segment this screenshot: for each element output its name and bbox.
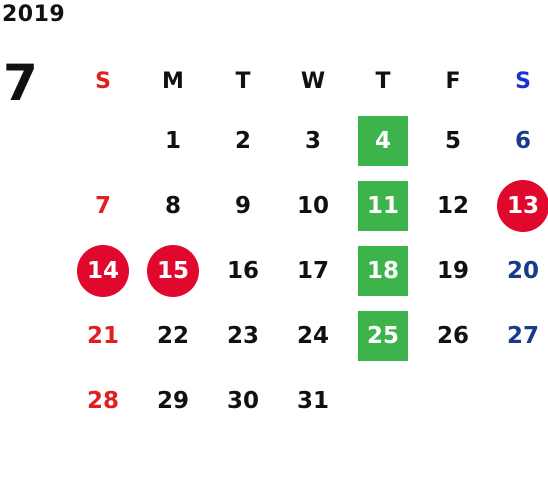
day-number: 5 — [444, 127, 461, 154]
day-cell[interactable]: 10 — [278, 173, 348, 238]
day-number: 18 — [366, 257, 399, 284]
day-cell-green-marked[interactable]: 4 — [348, 108, 418, 173]
day-cell[interactable]: 30 — [208, 368, 278, 433]
day-cell-red-marked[interactable]: 13 — [488, 173, 548, 238]
day-cell-green-marked[interactable]: 18 — [348, 238, 418, 303]
day-cell[interactable]: 9 — [208, 173, 278, 238]
day-cell[interactable]: 28 — [68, 368, 138, 433]
day-cell-red-marked[interactable]: 14 — [68, 238, 138, 303]
day-cell[interactable]: 12 — [418, 173, 488, 238]
day-cell[interactable]: 20 — [488, 238, 548, 303]
day-cell[interactable]: 5 — [418, 108, 488, 173]
day-number: 7 — [94, 192, 111, 219]
weekday-header-sat: S — [515, 68, 531, 94]
day-number: 6 — [514, 127, 531, 154]
day-number: 19 — [436, 257, 469, 284]
weekday-header-tue: T — [235, 68, 251, 94]
weekday-header-wed: W — [300, 68, 326, 94]
day-number: 26 — [436, 322, 469, 349]
day-cell[interactable]: 24 — [278, 303, 348, 368]
day-cell[interactable]: 16 — [208, 238, 278, 303]
day-number: 30 — [226, 387, 259, 414]
day-cell-empty — [348, 368, 418, 433]
day-cell[interactable]: 21 — [68, 303, 138, 368]
day-number: 10 — [296, 192, 329, 219]
day-number: 22 — [156, 322, 189, 349]
day-number: 31 — [296, 387, 329, 414]
day-number: 28 — [86, 387, 119, 414]
day-number: 20 — [506, 257, 539, 284]
day-cell[interactable]: 26 — [418, 303, 488, 368]
day-number: 4 — [374, 127, 391, 154]
weekday-header-mon: M — [162, 68, 184, 94]
day-cell[interactable]: 29 — [138, 368, 208, 433]
day-cell[interactable]: 17 — [278, 238, 348, 303]
weekday-header-fri: F — [445, 68, 461, 94]
day-number: 3 — [304, 127, 321, 154]
day-number: 21 — [86, 322, 119, 349]
day-number: 1 — [164, 127, 181, 154]
day-cell[interactable]: 6 — [488, 108, 548, 173]
day-cell[interactable]: 1 — [138, 108, 208, 173]
month-number: 7 — [3, 54, 38, 112]
day-number: 2 — [234, 127, 251, 154]
calendar-grid: S M T W T F S 1 2 3 4 5 6 7 8 9 10 11 12… — [68, 54, 548, 498]
day-cell-green-marked[interactable]: 11 — [348, 173, 418, 238]
day-number: 23 — [226, 322, 259, 349]
day-number: 25 — [366, 322, 399, 349]
day-cell[interactable]: 8 — [138, 173, 208, 238]
day-cell[interactable]: 23 — [208, 303, 278, 368]
day-number: 9 — [234, 192, 251, 219]
day-cell[interactable]: 19 — [418, 238, 488, 303]
day-number: 16 — [226, 257, 259, 284]
day-number: 24 — [296, 322, 329, 349]
day-cell[interactable]: 22 — [138, 303, 208, 368]
day-number: 13 — [506, 192, 539, 219]
day-cell-red-marked[interactable]: 15 — [138, 238, 208, 303]
day-number: 8 — [164, 192, 181, 219]
day-cell[interactable]: 27 — [488, 303, 548, 368]
day-number: 15 — [156, 257, 189, 284]
day-number: 12 — [436, 192, 469, 219]
day-number: 29 — [156, 387, 189, 414]
day-cell[interactable]: 31 — [278, 368, 348, 433]
day-cell-empty — [488, 368, 548, 433]
day-number: 17 — [296, 257, 329, 284]
day-number: 27 — [506, 322, 539, 349]
year-label: 2019 — [2, 2, 66, 27]
day-cell[interactable]: 2 — [208, 108, 278, 173]
day-cell-empty — [418, 368, 488, 433]
day-cell[interactable]: 3 — [278, 108, 348, 173]
day-cell — [68, 108, 138, 173]
day-number: 11 — [366, 192, 399, 219]
day-number: 14 — [86, 257, 119, 284]
day-cell[interactable]: 7 — [68, 173, 138, 238]
day-cell-green-marked[interactable]: 25 — [348, 303, 418, 368]
weekday-header-thu: T — [375, 68, 391, 94]
weekday-header-sun: S — [95, 68, 111, 94]
